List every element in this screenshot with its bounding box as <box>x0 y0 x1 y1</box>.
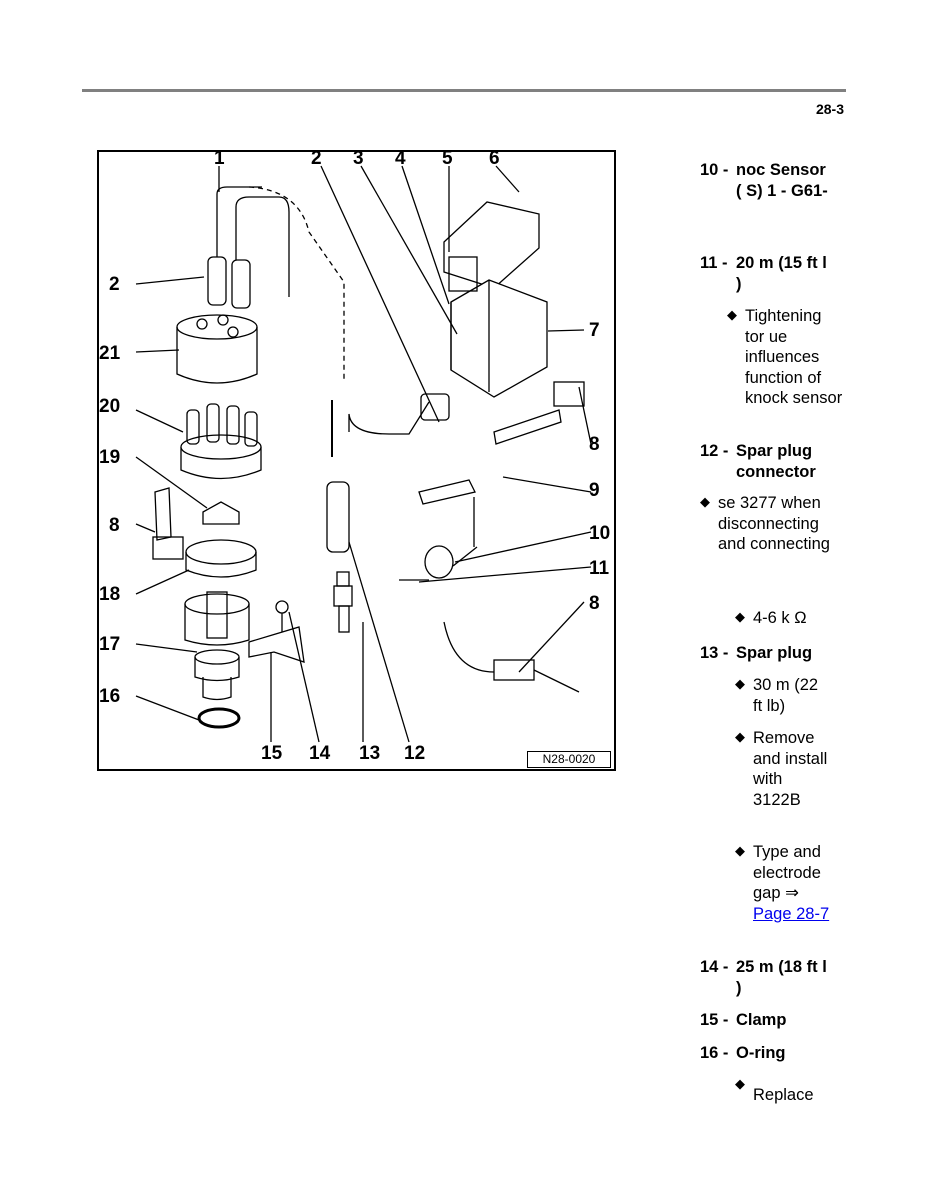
callout-11: 11 <box>589 558 610 579</box>
figure-id: N28-0020 <box>527 751 611 768</box>
diamond-bullet-icon: ◆ <box>735 729 745 744</box>
item-number: 16 - <box>700 1044 729 1062</box>
exploded-diagram: 1 2 3 4 5 6 2 21 20 19 8 18 17 16 7 8 9 … <box>97 148 616 771</box>
callout-18: 18 <box>99 584 121 605</box>
callout-16: 16 <box>99 686 121 707</box>
item-number: 12 - <box>700 442 729 460</box>
callout-6: 6 <box>489 148 500 169</box>
callout-15: 15 <box>261 743 283 764</box>
bullet-text: Tightening tor ue influences function of… <box>745 307 843 407</box>
callout-7: 7 <box>589 320 600 341</box>
page-link[interactable]: Page 28-7 <box>753 904 830 923</box>
item-13-bullet-1: ◆ 30 m (22 ft lb) <box>735 675 828 716</box>
item-number: 13 - <box>700 644 729 662</box>
callout-20: 20 <box>99 396 121 417</box>
callout-8c: 8 <box>589 593 600 614</box>
item-12-bullet: ◆ 4-6 k Ω <box>735 608 853 629</box>
item-text: Spar plug connector <box>736 442 816 481</box>
bullet-text: Replace <box>753 1086 814 1104</box>
callout-1: 1 <box>214 148 225 169</box>
callout-2: 2 <box>311 148 322 169</box>
item-13-bullet-3: ◆ Type and electrode gap ⇒ Page 28-7 <box>735 842 833 924</box>
bullet-text: Remove and install with 3122B <box>753 729 828 809</box>
diamond-bullet-icon: ◆ <box>735 1076 745 1091</box>
bullet-text: 4-6 k Ω <box>753 609 807 627</box>
item-text: 25 m (18 ft l ) <box>736 958 827 997</box>
item-11: 11 - 20 m (15 ft l ) <box>700 253 831 294</box>
callout-2b: 2 <box>109 274 120 295</box>
diamond-bullet-icon: ◆ <box>735 676 745 691</box>
item-13-bullet-2: ◆ Remove and install with 3122B <box>735 728 828 810</box>
item-number: 14 - <box>700 958 729 976</box>
callout-4: 4 <box>395 148 406 169</box>
diamond-bullet-icon: ◆ <box>700 494 710 509</box>
item-14: 14 - 25 m (18 ft l ) <box>700 957 831 998</box>
item-16-bullet: ◆ Replace <box>735 1075 853 1106</box>
callout-10: 10 <box>589 523 611 544</box>
item-text: noc Sensor ( S) 1 - G61- <box>736 161 828 200</box>
callout-19: 19 <box>99 447 121 468</box>
header-rule <box>82 89 846 92</box>
bullet-text: Type and electrode gap ⇒ <box>753 843 821 902</box>
callout-8a: 8 <box>109 515 120 536</box>
callout-13: 13 <box>359 743 381 764</box>
item-number: 11 - <box>700 254 728 272</box>
diagram-drawing <box>135 165 592 743</box>
item-text: O-ring <box>736 1044 786 1062</box>
item-text: Spar plug <box>736 644 813 662</box>
diamond-bullet-icon: ◆ <box>735 609 745 624</box>
page-number: 28-3 <box>815 101 844 117</box>
item-number: 15 - <box>700 1011 729 1029</box>
callout-14: 14 <box>309 743 331 764</box>
item-text: 20 m (15 ft l ) <box>736 254 827 293</box>
diamond-bullet-icon: ◆ <box>735 843 745 858</box>
callout-9: 9 <box>589 480 600 501</box>
callout-17: 17 <box>99 634 121 655</box>
item-12: 12 - Spar plug connector <box>700 441 831 482</box>
item-13: 13 - Spar plug <box>700 643 831 664</box>
callout-12: 12 <box>404 743 426 764</box>
bullet-text: 30 m (22 ft lb) <box>753 676 819 715</box>
item-text: Clamp <box>736 1011 787 1029</box>
callout-3: 3 <box>353 148 364 169</box>
item-15: 15 - Clamp <box>700 1010 831 1031</box>
item-11-bullet: ◆ Tightening tor ue influences function o… <box>727 306 845 409</box>
diamond-bullet-icon: ◆ <box>727 307 737 322</box>
callout-8b: 8 <box>589 434 600 455</box>
item-number: 10 - <box>700 161 729 179</box>
bullet-text: se 3277 when disconnecting and connectin… <box>718 494 830 553</box>
item-16: 16 - O-ring <box>700 1043 831 1064</box>
item-10: 10 - noc Sensor ( S) 1 - G61- <box>700 160 831 201</box>
callout-5: 5 <box>442 148 453 169</box>
callout-21: 21 <box>99 343 121 364</box>
item-12-note: ◆ se 3277 when disconnecting and connecti… <box>700 493 830 555</box>
